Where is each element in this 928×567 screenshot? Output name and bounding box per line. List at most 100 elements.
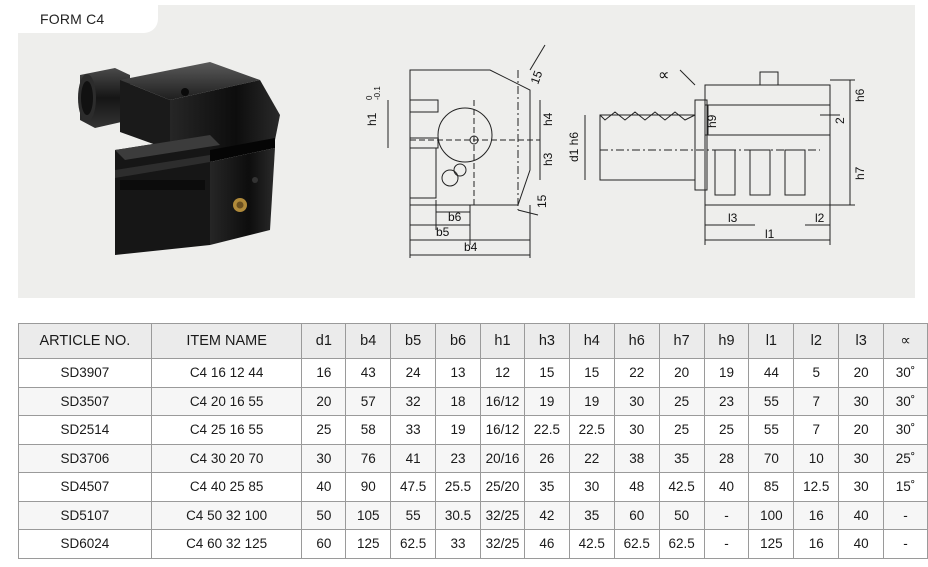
side-view <box>584 69 855 245</box>
table-cell: 16/12 <box>479 415 525 445</box>
table-cell: 20 <box>838 358 885 388</box>
table-cell: 13 <box>435 358 481 388</box>
label-b6: b6 <box>448 210 462 224</box>
table-cell: 20 <box>301 386 347 416</box>
table-cell: 40 <box>838 529 885 559</box>
table-cell: 30 <box>301 443 347 473</box>
table-cell: 10 <box>793 443 840 473</box>
table-cell: 30˚ <box>883 415 928 445</box>
label-b4: b4 <box>464 240 478 254</box>
table-cell: 32/25 <box>479 500 525 530</box>
table-cell: 30 <box>568 472 615 502</box>
table-cell: 55 <box>748 386 795 416</box>
table-cell: 25/20 <box>479 472 525 502</box>
label-h7: h7 <box>853 166 867 180</box>
table-cell: 25 <box>703 415 750 445</box>
table-cell: - <box>703 529 750 559</box>
table-cell: 19 <box>435 415 481 445</box>
table-cell: SD4507 <box>18 472 152 502</box>
column-header: b6 <box>435 323 481 359</box>
table-cell: - <box>883 500 928 530</box>
front-view <box>387 44 546 258</box>
table-cell: 125 <box>345 529 392 559</box>
table-cell: SD3907 <box>18 358 152 388</box>
table-cell: 24 <box>390 358 437 388</box>
table-cell: 25 <box>658 386 705 416</box>
table-cell: 18 <box>435 386 481 416</box>
label-h1-tol-bottom: -0.1 <box>373 86 382 100</box>
table-cell: C4 60 32 125 <box>150 529 303 559</box>
table-cell: 30 <box>613 415 660 445</box>
table-cell: 40 <box>703 472 750 502</box>
table-cell: 30 <box>838 472 885 502</box>
table-cell: - <box>883 529 928 559</box>
table-cell: 32/25 <box>479 529 525 559</box>
table-cell: 85 <box>748 472 795 502</box>
table-cell: 22.5 <box>523 415 570 445</box>
table-cell: 20/16 <box>479 443 525 473</box>
table-cell: 60 <box>301 529 347 559</box>
table-cell: 55 <box>748 415 795 445</box>
table-cell: 16 <box>793 529 840 559</box>
table-cell: 16/12 <box>479 386 525 416</box>
column-header: h7 <box>658 323 705 359</box>
table-cell: 30˚ <box>883 358 928 388</box>
table-cell: 76 <box>345 443 392 473</box>
table-cell: C4 16 12 44 <box>150 358 303 388</box>
table-cell: 32 <box>390 386 437 416</box>
column-header: ITEM NAME <box>150 323 303 359</box>
table-cell: 35 <box>568 500 615 530</box>
column-header: b4 <box>345 323 392 359</box>
table-cell: 22 <box>613 358 660 388</box>
table-cell: C4 40 25 85 <box>150 472 303 502</box>
table-cell: SD2514 <box>18 415 152 445</box>
table-cell: 38 <box>613 443 660 473</box>
table-cell: 22.5 <box>568 415 615 445</box>
table-cell: 7 <box>793 415 840 445</box>
table-cell: 42 <box>523 500 570 530</box>
table-cell: 30 <box>838 386 885 416</box>
table-cell: SD3706 <box>18 443 152 473</box>
label-d1-h6: d1 h6 <box>567 132 581 162</box>
table-cell: 42.5 <box>568 529 615 559</box>
table-cell: 58 <box>345 415 392 445</box>
label-angle-top: 15 <box>528 68 546 86</box>
table-cell: 15 <box>568 358 615 388</box>
table-cell: 50 <box>658 500 705 530</box>
table-cell: 19 <box>568 386 615 416</box>
column-header: d1 <box>301 323 347 359</box>
label-h3: h3 <box>541 152 555 166</box>
table-cell: 30 <box>613 386 660 416</box>
column-header: h1 <box>479 323 525 359</box>
table-cell: 20 <box>658 358 705 388</box>
column-header: ARTICLE NO. <box>18 323 152 359</box>
table-cell: 25˚ <box>883 443 928 473</box>
table-cell: 16 <box>301 358 347 388</box>
table-cell: 15 <box>523 358 570 388</box>
table-cell: 105 <box>345 500 392 530</box>
table-cell: 43 <box>345 358 392 388</box>
label-alpha: ∝ <box>658 67 669 84</box>
column-header: ∝ <box>883 323 928 359</box>
column-header: b5 <box>390 323 437 359</box>
column-header: l1 <box>748 323 795 359</box>
label-l3: l3 <box>728 211 738 225</box>
table-cell: 57 <box>345 386 392 416</box>
label-angle-bottom: 15 <box>535 194 549 208</box>
table-cell: 35 <box>523 472 570 502</box>
table-cell: 7 <box>793 386 840 416</box>
table-cell: 70 <box>748 443 795 473</box>
table-cell: 60 <box>613 500 660 530</box>
label-h6: h6 <box>853 88 867 102</box>
table-cell: 19 <box>523 386 570 416</box>
column-header: h4 <box>568 323 615 359</box>
table-cell: 100 <box>748 500 795 530</box>
